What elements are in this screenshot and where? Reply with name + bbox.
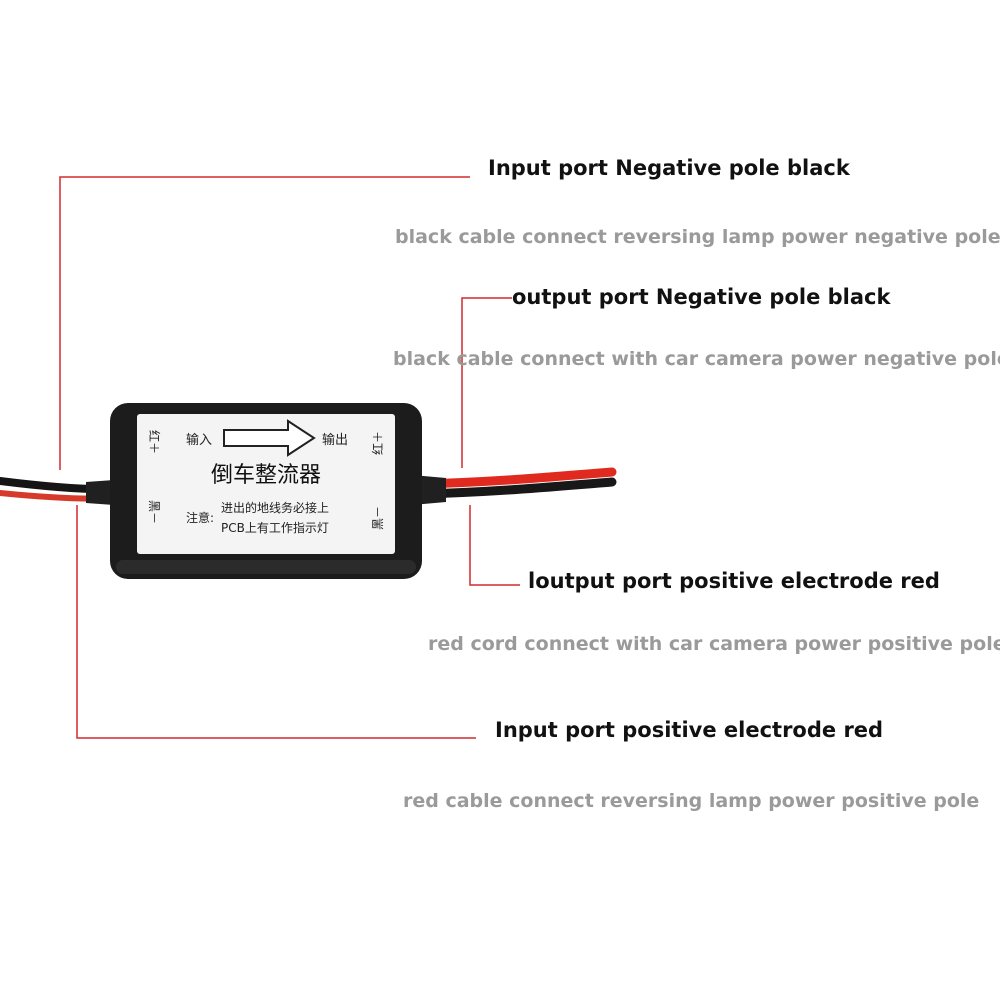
note-line-2: PCB上有工作指示灯 <box>221 520 329 535</box>
note-label: 注意: <box>186 510 214 525</box>
right-minus-marking: 黑－ <box>371 506 385 530</box>
direction-arrow-icon <box>223 419 316 457</box>
housing-shadow <box>116 560 416 574</box>
output-negative-title: output port Negative pole black <box>512 285 891 309</box>
right-cable <box>412 467 617 505</box>
left-plus-marking: 红＋ <box>147 430 162 454</box>
input-positive-title: Input port positive electrode red <box>495 718 884 742</box>
device-name: 倒车整流器 <box>211 463 321 488</box>
device-label-sticker <box>137 414 395 554</box>
input-negative-description: black cable connect reversing lamp power… <box>395 226 1000 248</box>
left-cable-sheath <box>86 480 114 505</box>
note-line-1: 进出的地线务必接上 <box>221 500 329 515</box>
input-negative-title: Input port Negative pole black <box>488 156 850 180</box>
left-minus-marking: 黑－ <box>147 500 161 524</box>
input-positive-description: red cable connect reversing lamp power p… <box>403 790 980 812</box>
right-black-wire <box>415 477 617 499</box>
output-positive-description: red cord connect with car camera power p… <box>428 633 1000 655</box>
left-cable <box>0 477 116 505</box>
right-red-wire <box>415 467 617 489</box>
output-negative-description: black cable connect with car camera powe… <box>393 348 1000 370</box>
right-plus-marking: 红＋ <box>370 431 385 455</box>
leader-line-output-positive <box>469 505 520 586</box>
input-text: 输入 <box>186 432 212 448</box>
leader-line-output-negative <box>461 297 512 468</box>
leader-line-input-negative <box>59 176 470 470</box>
output-positive-title: loutput port positive electrode red <box>528 569 940 593</box>
leader-line-input-positive <box>76 505 476 739</box>
output-text: 输出 <box>322 432 348 448</box>
